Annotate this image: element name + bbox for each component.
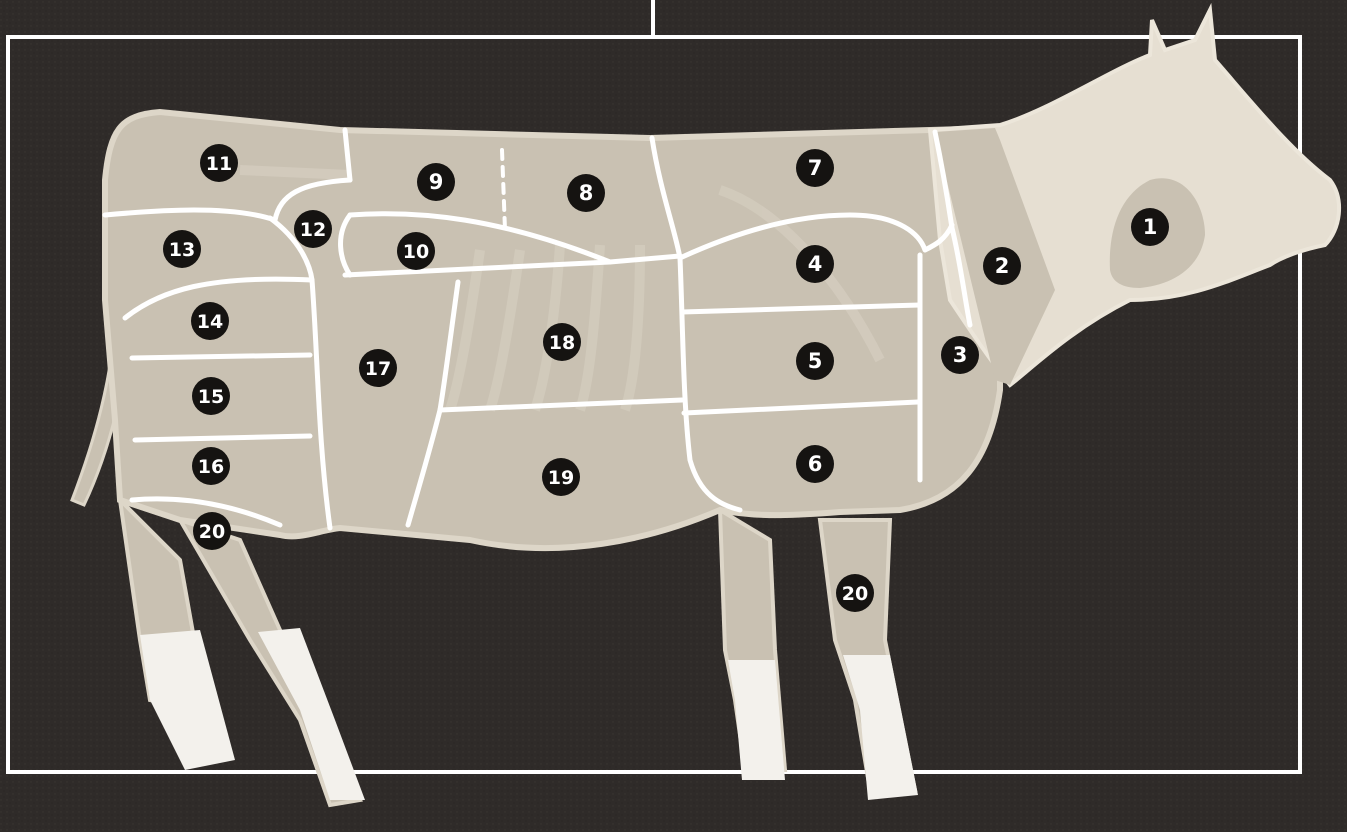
marker-cut-6: 6 <box>796 445 834 483</box>
marker-label: 10 <box>403 241 429 263</box>
marker-cut-11: 11 <box>200 144 238 182</box>
marker-cut-9: 9 <box>417 163 455 201</box>
marker-label: 1 <box>1143 215 1158 239</box>
marker-cut-20-hind: 20 <box>193 512 231 550</box>
marker-cut-13: 13 <box>163 230 201 268</box>
marker-cut-4: 4 <box>796 245 834 283</box>
marker-cut-17: 17 <box>359 349 397 387</box>
marker-cut-19: 19 <box>542 458 580 496</box>
marker-cut-20-fore: 20 <box>836 574 874 612</box>
marker-label: 4 <box>808 252 823 276</box>
marker-label: 20 <box>199 521 225 543</box>
marker-cut-15: 15 <box>192 377 230 415</box>
marker-label: 7 <box>808 156 823 180</box>
marker-cut-2: 2 <box>983 247 1021 285</box>
marker-label: 3 <box>953 343 968 367</box>
marker-cut-1: 1 <box>1131 208 1169 246</box>
marker-label: 6 <box>808 452 823 476</box>
marker-cut-7: 7 <box>796 149 834 187</box>
marker-label: 14 <box>197 311 223 333</box>
marker-cut-18: 18 <box>543 323 581 361</box>
marker-label: 9 <box>429 170 444 194</box>
marker-label: 17 <box>365 358 391 380</box>
marker-cut-8: 8 <box>567 174 605 212</box>
marker-cut-10: 10 <box>397 232 435 270</box>
marker-label: 13 <box>169 239 195 261</box>
marker-label: 19 <box>548 467 574 489</box>
marker-cut-5: 5 <box>796 342 834 380</box>
marker-cut-12: 12 <box>294 210 332 248</box>
marker-cut-14: 14 <box>191 302 229 340</box>
marker-label: 2 <box>995 254 1010 278</box>
marker-label: 16 <box>198 456 224 478</box>
marker-label: 11 <box>206 153 232 175</box>
marker-label: 8 <box>579 181 594 205</box>
marker-label: 12 <box>300 219 326 241</box>
marker-label: 5 <box>808 349 823 373</box>
marker-label: 20 <box>842 583 868 605</box>
marker-label: 15 <box>198 386 224 408</box>
marker-label: 18 <box>549 332 575 354</box>
marker-cut-16: 16 <box>192 447 230 485</box>
marker-cut-3: 3 <box>941 336 979 374</box>
